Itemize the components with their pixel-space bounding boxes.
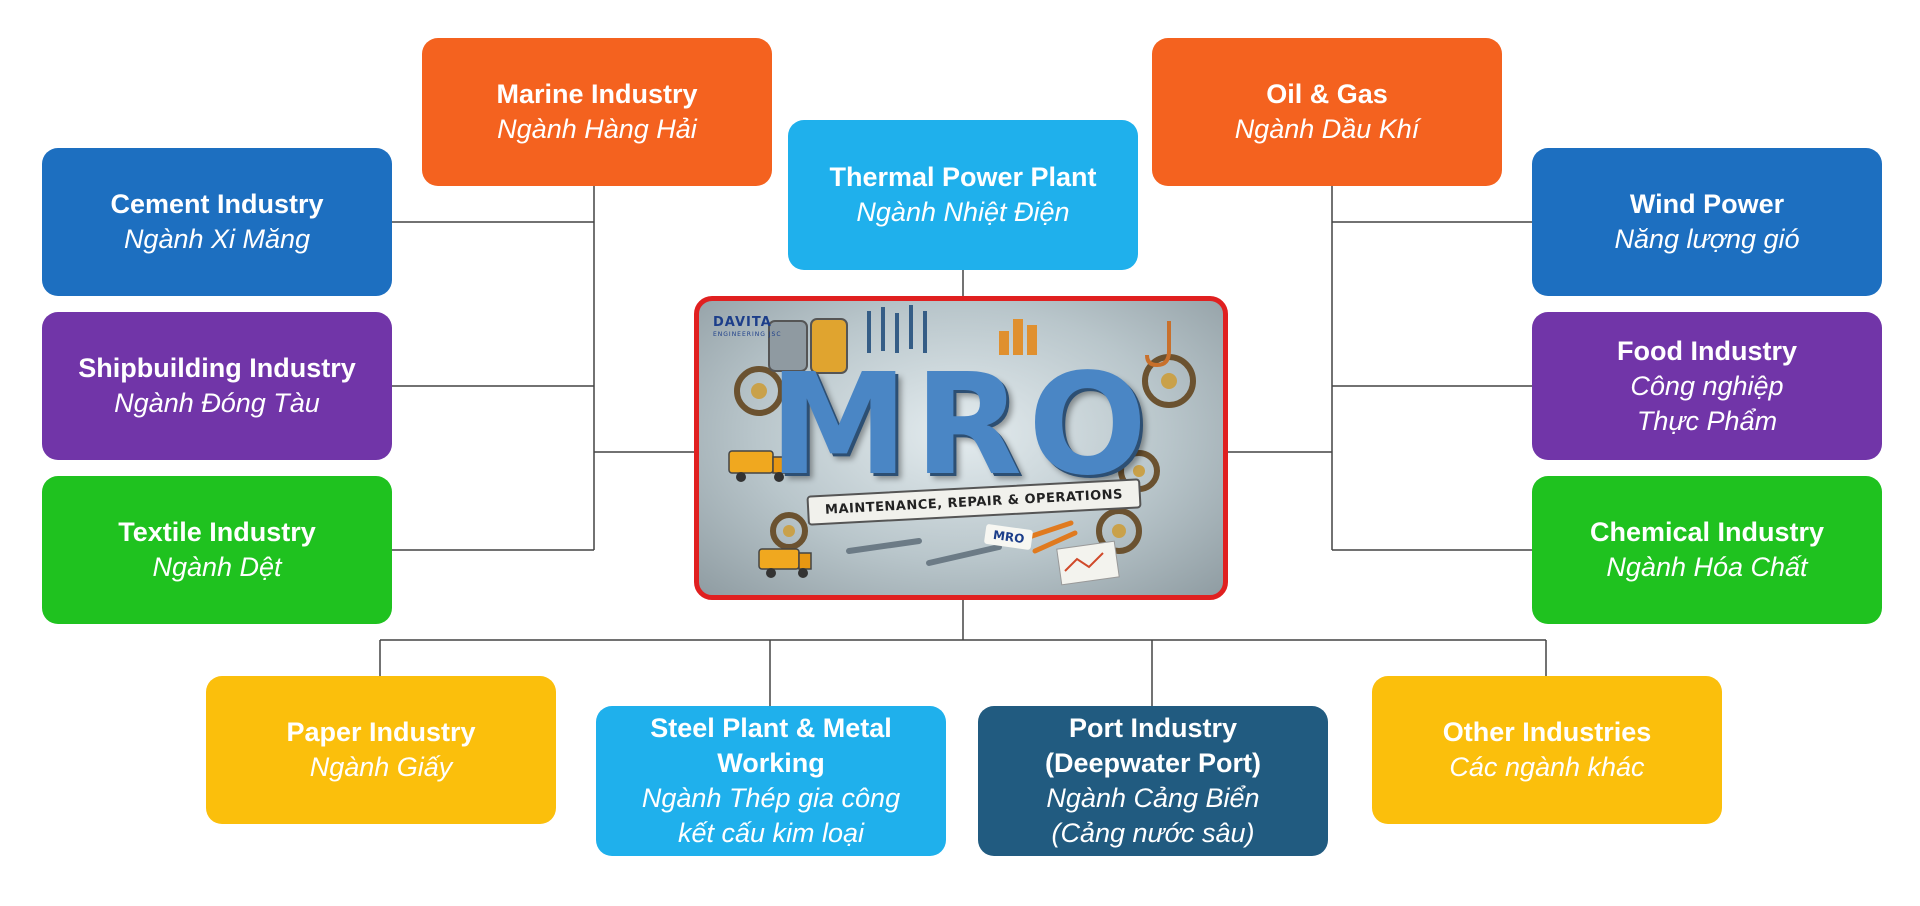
node-label-en: Other Industries [1442, 717, 1652, 747]
node-label-vi: Ngành Thép gia công [641, 783, 901, 813]
davita-logo-subtitle: ENGINEERING JSC [713, 331, 782, 338]
node-label-en: Food Industry [1617, 335, 1797, 366]
node-marine-industry: Marine Industry Ngành Hàng Hải [422, 38, 772, 186]
node-label-en: Steel Plant & Metal [650, 713, 892, 743]
node-paper-industry: Paper Industry Ngành Giấy [206, 676, 556, 824]
node-label-vi: Ngành Dệt [152, 552, 282, 582]
node-thermal-power-plant: Thermal Power Plant Ngành Nhiệt Điện [788, 120, 1138, 270]
node-label-vi: Ngành Hàng Hải [497, 114, 697, 144]
node-label-en: (Deepwater Port) [1044, 748, 1262, 778]
node-label-en: Port Industry [1068, 713, 1237, 743]
node-oil-gas: Oil & Gas Ngành Dầu Khí [1152, 38, 1502, 186]
node-label-vi: Ngành Hóa Chất [1606, 552, 1808, 582]
node-chemical-industry: Chemical Industry Ngành Hóa Chất [1532, 476, 1882, 624]
node-textile-industry: Textile Industry Ngành Dệt [42, 476, 392, 624]
node-shipbuilding-industry: Shipbuilding Industry Ngành Đóng Tàu [42, 312, 392, 460]
node-label-vi: Năng lượng gió [1614, 224, 1800, 254]
node-label-vi: (Cảng nước sâu) [1051, 818, 1255, 848]
node-steel-plant-metal-working: Steel Plant & Metal Working Ngành Thép g… [596, 706, 946, 856]
node-wind-power: Wind Power Năng lượng gió [1532, 148, 1882, 296]
node-label-vi: Ngành Nhiệt Điện [856, 197, 1070, 227]
node-label-en: Cement Industry [110, 189, 324, 219]
node-label-en: Paper Industry [286, 717, 476, 747]
node-food-industry: Food Industry Công nghiệp Thực Phẩm [1532, 312, 1882, 460]
node-label-en: Chemical Industry [1589, 517, 1825, 547]
node-label-vi: Các ngành khác [1449, 752, 1645, 782]
node-label-en: Shipbuilding Industry [78, 353, 356, 383]
node-label-en: Thermal Power Plant [829, 162, 1097, 192]
node-label-vi: Ngành Dầu Khí [1234, 114, 1420, 144]
node-other-industries: Other Industries Các ngành khác [1372, 676, 1722, 824]
mro-tools-artwork [728, 305, 1196, 586]
center-mro-illustration: DAVITA ENGINEERING JSC MRO MAINTENANCE, … [694, 296, 1228, 600]
node-label-en: Wind Power [1629, 189, 1785, 219]
node-label-en: Working [717, 748, 825, 778]
davita-logo: DAVITA [713, 315, 772, 330]
node-label-vi: Công nghiệp [1630, 370, 1784, 401]
mro-title: MRO [768, 344, 1154, 507]
node-label-en: Oil & Gas [1266, 79, 1388, 109]
node-label-en: Marine Industry [496, 79, 698, 109]
node-label-vi: Thực Phẩm [1636, 405, 1778, 436]
node-cement-industry: Cement Industry Ngành Xi Măng [42, 148, 392, 296]
node-label-vi: Ngành Giấy [309, 752, 453, 782]
node-label-vi: kết cấu kim loại [677, 818, 865, 848]
node-label-vi: Ngành Đóng Tàu [114, 388, 320, 418]
node-label-vi: Ngành Xi Măng [123, 224, 311, 254]
node-label-vi: Ngành Cảng Biển [1046, 783, 1260, 813]
node-port-industry: Port Industry (Deepwater Port) Ngành Cản… [978, 706, 1328, 856]
node-label-en: Textile Industry [118, 517, 316, 547]
